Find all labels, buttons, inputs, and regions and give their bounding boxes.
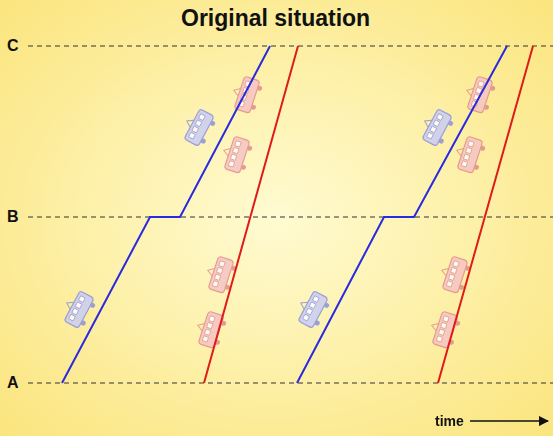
- station-lines: [28, 46, 553, 383]
- blue-train-icon: [417, 106, 456, 148]
- blue-train-path: [297, 46, 507, 383]
- red-train-icon: [202, 254, 238, 295]
- time-axis-arrow: [470, 420, 548, 422]
- station-line: [28, 45, 553, 46]
- station-label: C: [7, 38, 19, 54]
- station-label: B: [7, 209, 19, 225]
- blue-train-icon: [293, 288, 332, 330]
- train-paths: [62, 46, 533, 383]
- axis-label: time: [435, 414, 464, 428]
- red-train-path: [204, 46, 298, 383]
- station-label: A: [7, 375, 19, 391]
- blue-train-path: [62, 46, 270, 383]
- diagram-title: Original situation: [181, 7, 370, 30]
- red-train-icon: [228, 74, 264, 115]
- red-train-icon: [461, 74, 497, 115]
- station-line: [28, 382, 553, 383]
- blue-train-icon: [179, 106, 218, 148]
- station-line: [28, 216, 553, 217]
- red-train-icon: [436, 254, 472, 295]
- red-train-path: [438, 46, 533, 383]
- red-train-icon: [218, 134, 254, 175]
